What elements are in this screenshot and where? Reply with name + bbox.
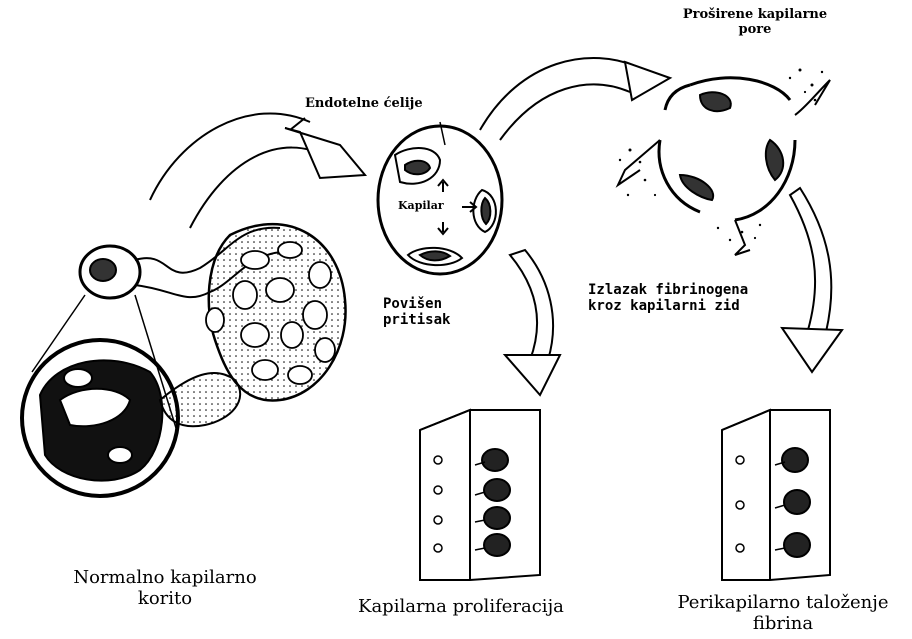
pericapillary-label: Perikapilarno taloženje fibrina	[658, 593, 908, 634]
capillary-cross-section	[378, 122, 502, 274]
increased-pressure-line2: pritisak	[383, 312, 450, 328]
fibrinogen-exit-line1: Izlazak fibrinogena	[588, 282, 748, 298]
normal-bed-line1: Normalno kapilarno	[45, 568, 285, 589]
increased-pressure-line1: Povišen	[383, 296, 450, 312]
fibrinogen-exit-label: Izlazak fibrinogena kroz kapilarni zid	[588, 282, 748, 314]
proliferation-label: Kapilarna proliferacija	[358, 597, 564, 618]
dilated-pores-line1: Proširene kapilarne	[655, 8, 855, 23]
increased-pressure-label: Povišen pritisak	[383, 296, 450, 328]
dilated-pores-line2: pore	[655, 23, 855, 38]
arrow-to-capillary	[150, 113, 365, 228]
proliferation-illustration	[420, 410, 540, 580]
capillary-label: Kapilar	[398, 200, 444, 213]
arrow-to-deposition	[782, 188, 842, 372]
normal-bed-line2: korito	[45, 589, 285, 610]
dilated-pores-label: Proširene kapilarne pore	[655, 8, 855, 38]
arrow-to-proliferation	[505, 250, 560, 395]
dilated-capillary-illustration	[618, 69, 830, 256]
normal-bed-label: Normalno kapilarno korito	[45, 568, 285, 609]
pericapillary-line2: fibrina	[658, 614, 908, 635]
normal-capillary-bed-illustration	[22, 224, 346, 496]
pericapillary-line1: Perikapilarno taloženje	[658, 593, 908, 614]
endothelial-cells-label: Endotelne ćelije	[305, 97, 423, 112]
deposition-illustration	[722, 410, 830, 580]
arrow-to-dilated-pores	[480, 58, 670, 140]
fibrinogen-exit-line2: kroz kapilarni zid	[588, 298, 748, 314]
